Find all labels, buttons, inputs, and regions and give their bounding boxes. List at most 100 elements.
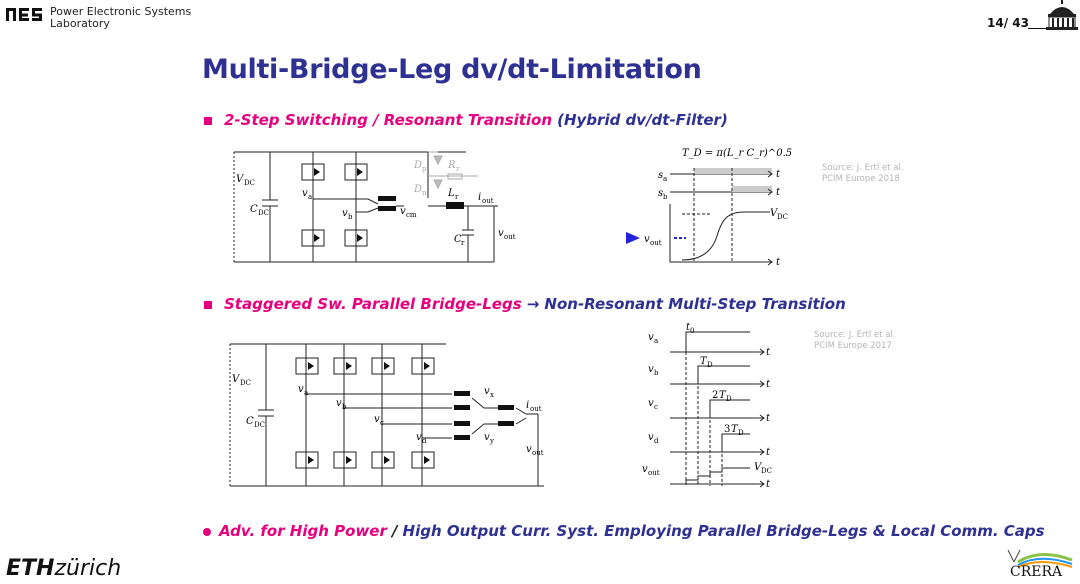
bullet-1: 2-Step Switching / Resonant Transition (… [224, 110, 728, 129]
vdc-label: V [236, 174, 245, 185]
pes-logo-mark [6, 8, 42, 21]
t2-label-1: t [766, 347, 771, 358]
bullet-1-part1: 2-Step Switching / Resonant Transition [224, 111, 553, 129]
dp-label: D [413, 160, 422, 171]
t2-label-3: t [766, 413, 771, 424]
iout2-label: i [526, 400, 529, 411]
vout2-sub: out [532, 449, 544, 457]
dp-sub: p [422, 165, 427, 173]
page-number: 14/ 43 [987, 16, 1029, 30]
sa-label: s [658, 170, 663, 181]
cdc2-label: C [246, 416, 254, 427]
rr-sub: r [456, 165, 460, 173]
vout-sub: out [504, 233, 516, 241]
va-sub: a [308, 193, 312, 201]
wb-sub: b [654, 369, 659, 377]
vb-sub: b [348, 213, 353, 221]
td1-label: T [700, 356, 708, 367]
bullet-2: Staggered Sw. Parallel Bridge-Legs → Non… [224, 294, 846, 313]
vdc2-level-sub: DC [761, 467, 772, 475]
eth-building-icon [1046, 0, 1078, 34]
eth-logo-rest: zürich [54, 556, 122, 581]
bullet-3-part1: Adv. for High Power [219, 522, 387, 540]
switch-group-2 [295, 357, 435, 469]
vb2-label: v [336, 398, 342, 409]
source-1-line1: Source: J. Ertl et al. [822, 163, 904, 173]
wb-label: v [648, 364, 654, 375]
vy-label: v [484, 432, 490, 443]
t0-label: t [686, 322, 691, 333]
wout-label: v [642, 464, 648, 475]
switch-group-1 [301, 163, 368, 247]
td1-sub: D [707, 361, 713, 369]
td2-label: T [719, 390, 727, 401]
vcm-sub: cm [406, 211, 417, 219]
bullet-marker-1 [204, 117, 212, 125]
vdc-level-label: V [770, 208, 779, 219]
eth-zurich-logo: ETHzürich [6, 556, 121, 581]
vc2-sub: c [380, 419, 384, 427]
td2-pre: 2 [712, 390, 718, 401]
vy-sub: y [489, 437, 494, 445]
cr-label: C [454, 234, 462, 245]
bullet-3-part2: High Output Curr. Syst. Employing Parall… [402, 522, 1045, 540]
t-label-2: t [776, 187, 781, 198]
bullet-3-sep: / [391, 522, 398, 540]
source-1-line2: PCIM Europe 2018 [822, 174, 900, 184]
page-underline [1028, 28, 1046, 29]
vdc2-label: V [232, 374, 241, 385]
iout-sub: out [482, 197, 494, 205]
coupled-inductor-1 [378, 196, 396, 211]
source-2-line2: PCIM Europe 2017 [814, 341, 892, 351]
cdc2-sub: DC [254, 421, 265, 429]
dn-label: D [413, 184, 422, 195]
parallel-bridge-legs-circuit: V DC C DC v a v b v c v d v x v y i out … [229, 343, 544, 487]
vout2-label: v [526, 444, 532, 455]
dn-sub: n [422, 189, 427, 197]
vdc2-level-label: V [754, 462, 763, 473]
sb-label: s [658, 188, 663, 199]
t2-label-5: t [766, 479, 771, 490]
rr-label: R [447, 160, 456, 171]
t0-sub: 0 [690, 327, 694, 335]
source-2-line1: Source: J. Ertl et al. [814, 330, 896, 340]
crera-logo: CRERA [1000, 548, 1076, 582]
coupled-inductors-2 [454, 391, 514, 440]
iout-label: i [478, 192, 481, 203]
slide-title: Multi-Bridge-Leg dv/dt-Limitation [202, 54, 702, 85]
td-formula: T_D = π(L_r C_r)^0.5 [682, 148, 792, 159]
multi-step-waveform: v a v b v c v d v out t 0 T D 2 T D 3 T … [642, 322, 772, 490]
sb-sub: b [663, 193, 668, 201]
lr-label: L [447, 188, 455, 199]
lr-sub: r [455, 193, 459, 201]
bullet-2-arrow: → [526, 295, 540, 313]
vc2-label: v [374, 414, 380, 425]
t2-label-4: t [766, 447, 771, 458]
bullet-marker-3 [203, 528, 211, 536]
vd2-label: v [416, 432, 422, 443]
sa-sub: a [663, 175, 667, 183]
wd-label: v [648, 432, 654, 443]
source-note-2: Source: J. Ertl et al. PCIM Europe 2017 [814, 330, 895, 352]
vout-wave-label: v [644, 234, 650, 245]
damping-branch [428, 151, 478, 190]
vdc2-sub: DC [240, 379, 251, 387]
two-step-waveform: T_D = π(L_r C_r)^0.5 s a s b t t t V DC … [626, 148, 792, 268]
bullet-3: Adv. for High Power / High Output Curr. … [219, 521, 1045, 540]
iout2-sub: out [530, 405, 542, 413]
wa-sub: a [654, 337, 658, 345]
vdc-level-sub: DC [777, 213, 788, 221]
t-label-1: t [776, 169, 781, 180]
vx-label: v [484, 386, 490, 397]
vcm-label: v [400, 206, 406, 217]
t-label-3: t [776, 257, 781, 268]
td3-pre: 3 [724, 424, 730, 435]
lab-name-line2: Laboratory [50, 17, 110, 30]
vb2-sub: b [342, 403, 347, 411]
lr-inductor [446, 202, 464, 209]
wout-sub: out [648, 469, 660, 477]
t2-label-2: t [766, 379, 771, 390]
vb-label: v [342, 208, 348, 219]
va-label: v [302, 188, 308, 199]
lab-name-line1: Power Electronic Systems [50, 5, 192, 18]
